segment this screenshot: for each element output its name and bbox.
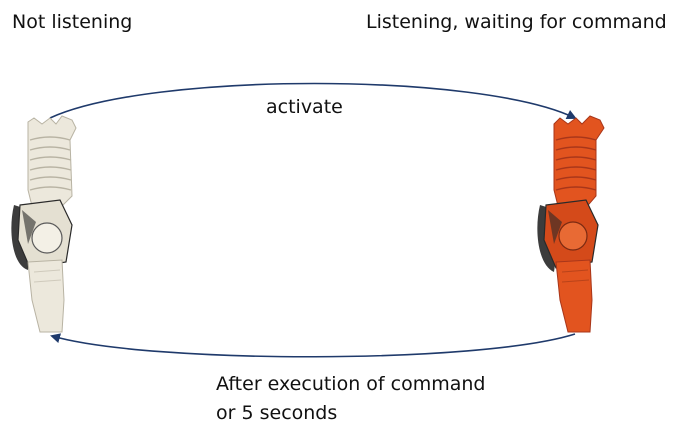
activate-transition-label: activate — [266, 96, 343, 118]
deactivate-transition-label-line2: or 5 seconds — [216, 402, 338, 424]
idle-state-illustration — [11, 115, 77, 333]
activate-arrow — [49, 82, 577, 120]
deactivate-arrow — [50, 333, 576, 358]
active-state-label: Listening, waiting for command — [366, 11, 667, 33]
idle-state-label: Not listening — [12, 11, 133, 33]
active-state-illustration — [537, 115, 605, 333]
deactivate-transition-label-line1: After execution of command — [216, 373, 486, 395]
